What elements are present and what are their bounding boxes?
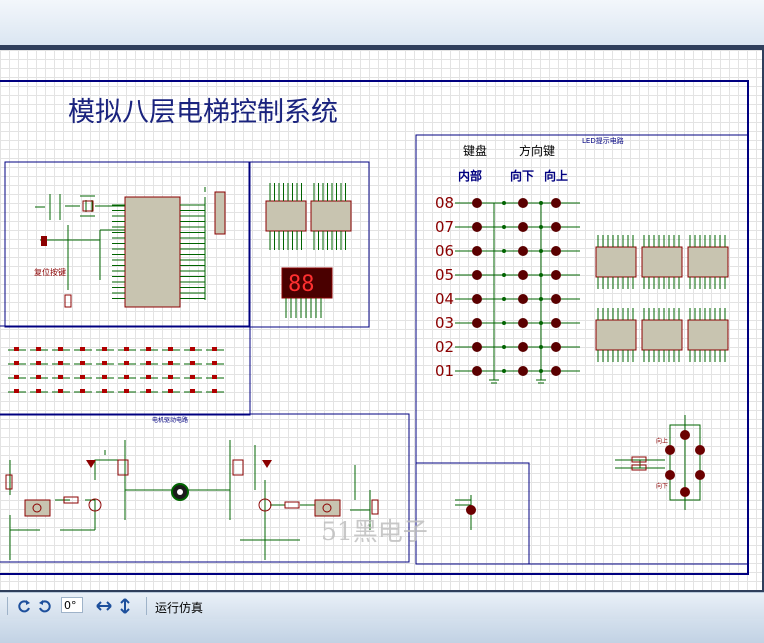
mcu-chip <box>124 196 181 308</box>
floor-button[interactable] <box>518 366 528 376</box>
floor-button[interactable] <box>518 294 528 304</box>
flip-vertical-icon[interactable] <box>117 596 133 616</box>
watermark: 51黑电子 <box>321 517 428 546</box>
floor-label: 02 <box>435 338 454 356</box>
led-panel: LED提示电路 键盘 方向键 内部 向下 向上 08 07 06 05 04 03 02 01 <box>415 134 749 565</box>
schematic-canvas[interactable]: 模拟八层电梯控制系统 复位按键 <box>0 50 762 590</box>
floor-label: 04 <box>435 290 454 308</box>
floor-button[interactable] <box>551 342 561 352</box>
inner-label: 内部 <box>458 168 482 183</box>
schematic-drawing: 模拟八层电梯控制系统 复位按键 <box>0 80 749 575</box>
led-panel-title: LED提示电路 <box>582 136 624 145</box>
floor-button[interactable] <box>472 198 482 208</box>
mcu-section: 复位按键 88 <box>4 161 370 328</box>
floor-button[interactable] <box>551 246 561 256</box>
floor-button[interactable] <box>551 222 561 232</box>
floor-button[interactable] <box>472 318 482 328</box>
seven-seg-display <box>281 267 333 299</box>
floor-label: 08 <box>435 194 454 212</box>
button-matrix-section <box>0 325 251 416</box>
rotate-cw-icon[interactable] <box>15 596 33 616</box>
floor-button[interactable] <box>551 270 561 280</box>
floor-button[interactable] <box>518 246 528 256</box>
floor-button[interactable] <box>472 342 482 352</box>
floor-button[interactable] <box>518 342 528 352</box>
reset-label: 复位按键 <box>34 267 66 277</box>
floor-label: 06 <box>435 242 454 260</box>
bottom-toolbar: 运行仿真 <box>0 592 764 619</box>
direction-heading: 方向键 <box>519 143 555 158</box>
down-label: 向下 <box>510 168 534 183</box>
canvas-frame: 模拟八层电梯控制系统 复位按键 <box>0 45 764 592</box>
down-indicator-label: 向下 <box>656 482 668 490</box>
floor-button[interactable] <box>472 246 482 256</box>
floor-button[interactable] <box>518 318 528 328</box>
schematic-title: 模拟八层电梯控制系统 <box>68 97 338 128</box>
up-label: 向上 <box>544 168 568 183</box>
floor-button[interactable] <box>551 318 561 328</box>
window-title-bar <box>0 0 764 45</box>
floor-button[interactable] <box>472 294 482 304</box>
floor-button[interactable] <box>472 270 482 280</box>
rotation-angle-input[interactable] <box>61 597 83 613</box>
floor-button[interactable] <box>551 198 561 208</box>
floor-button[interactable] <box>551 366 561 376</box>
svg-text:88: 88 <box>288 272 315 297</box>
floor-label: 01 <box>435 362 454 380</box>
floor-label: 05 <box>435 266 454 284</box>
status-bar <box>0 619 764 643</box>
floor-label: 03 <box>435 314 454 332</box>
motor-section-title: 电机驱动电路 <box>152 416 188 424</box>
floor-button[interactable] <box>518 222 528 232</box>
rotate-ccw-icon[interactable] <box>36 596 54 616</box>
floor-button[interactable] <box>472 222 482 232</box>
up-indicator-label: 向上 <box>656 437 668 445</box>
direction-indicator: 向上 向下 <box>615 415 705 510</box>
floor-button[interactable] <box>518 198 528 208</box>
keypad-heading: 键盘 <box>463 143 487 158</box>
simulation-status: 运行仿真 <box>155 601 204 615</box>
floor-button[interactable] <box>472 366 482 376</box>
floor-button[interactable] <box>551 294 561 304</box>
flip-horizontal-icon[interactable] <box>94 596 114 616</box>
floor-label: 07 <box>435 218 454 236</box>
motor-driver-section: 电机驱动电路 <box>0 413 410 563</box>
floor-button[interactable] <box>518 270 528 280</box>
